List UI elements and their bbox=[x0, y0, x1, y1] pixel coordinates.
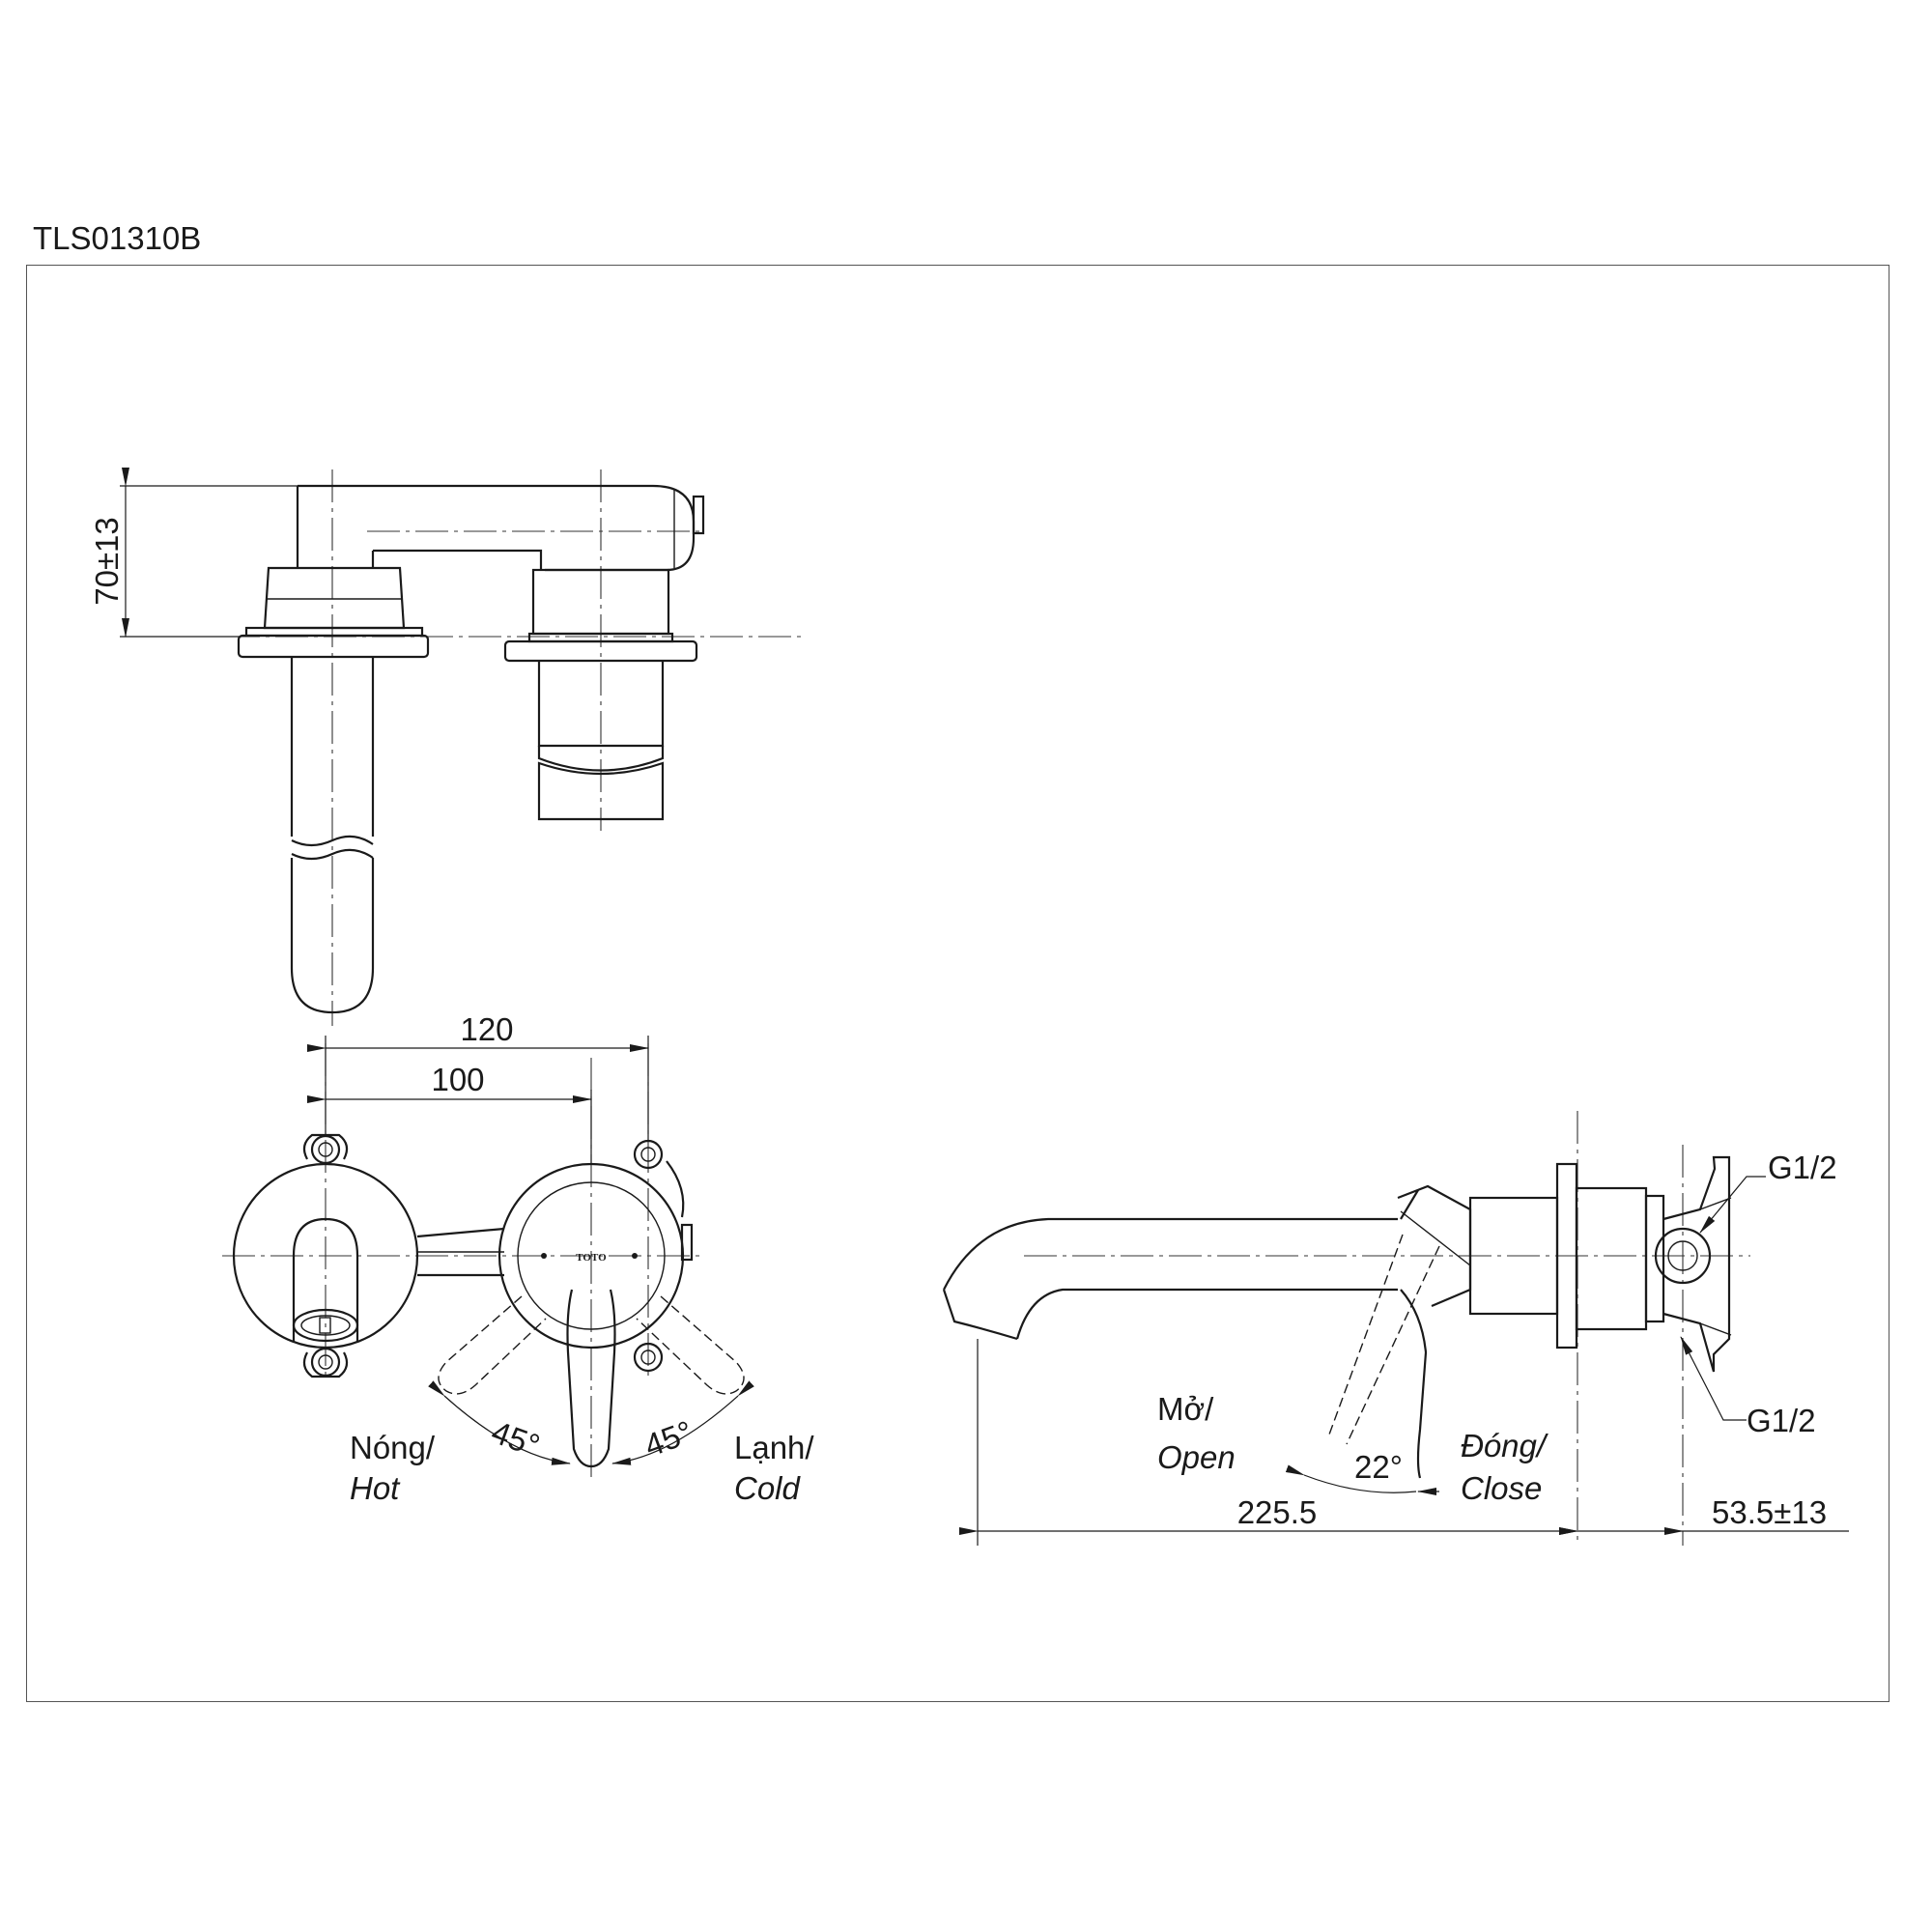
close-label-vi: Đóng/ bbox=[1461, 1428, 1548, 1463]
model-number: TLS01310B bbox=[33, 220, 202, 256]
thread-bottom-label: G1/2 bbox=[1747, 1403, 1816, 1438]
drawing-frame bbox=[26, 265, 1889, 1702]
front-view: TOTO 45° 45° Nóng/ Hot Lạnh/ Cold 120 10… bbox=[222, 1011, 814, 1506]
brand-logo: TOTO bbox=[576, 1252, 607, 1264]
wall-depth-dimension: 53.5±13 bbox=[1712, 1494, 1827, 1530]
hot-angle: 45° bbox=[487, 1413, 545, 1463]
open-label-en: Open bbox=[1157, 1439, 1236, 1475]
open-label-vi: Mở/ bbox=[1157, 1391, 1214, 1427]
width-inner-dimension: 100 bbox=[431, 1062, 484, 1097]
thread-top-label: G1/2 bbox=[1768, 1150, 1837, 1185]
cold-label-vi: Lạnh/ bbox=[734, 1430, 814, 1465]
width-outer-dimension: 120 bbox=[460, 1011, 513, 1047]
cold-label-en: Cold bbox=[734, 1470, 802, 1506]
close-label-en: Close bbox=[1461, 1470, 1542, 1506]
hot-label-en: Hot bbox=[350, 1470, 401, 1506]
top-view: 70±13 bbox=[89, 468, 802, 1026]
hot-label-vi: Nóng/ bbox=[350, 1430, 436, 1465]
cold-angle: 45° bbox=[639, 1413, 697, 1463]
side-view: G1/2 G1/2 22° Mở/ Open Đóng/ Close 225.5… bbox=[942, 1111, 1849, 1546]
height-dimension: 70±13 bbox=[89, 517, 125, 606]
spout-length-dimension: 225.5 bbox=[1237, 1494, 1318, 1530]
open-angle: 22° bbox=[1354, 1449, 1403, 1485]
